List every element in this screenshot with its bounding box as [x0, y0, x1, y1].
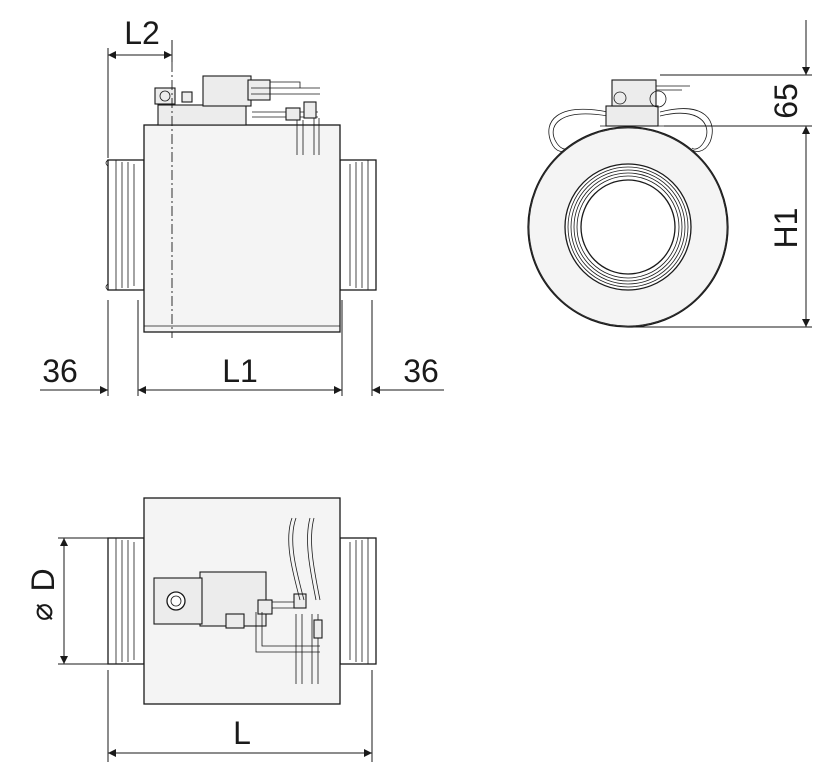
label-l2: L2 [124, 15, 160, 51]
label-diameter-symbol: ⌀ [26, 603, 59, 621]
left-spigot [105, 159, 145, 291]
left-spigot-top [107, 537, 145, 665]
label-36-right: 36 [403, 353, 439, 389]
side-view [105, 62, 377, 338]
end-view [527, 79, 729, 328]
damper-housing [143, 124, 341, 333]
thermal-trigger-linkage [247, 79, 320, 155]
label-d: D [25, 568, 61, 591]
label-l: L [233, 715, 251, 751]
right-spigot [339, 159, 377, 291]
top-view [107, 497, 377, 705]
label-36-left: 36 [42, 353, 78, 389]
actuator-top [605, 105, 659, 127]
label-l1: L1 [222, 353, 258, 389]
label-h1: H1 [768, 208, 804, 249]
right-spigot-top [339, 537, 377, 665]
actuator-housing [202, 75, 252, 107]
label-65: 65 [768, 83, 804, 119]
dimension-lines [40, 20, 812, 762]
actuator-plate [157, 104, 247, 126]
dimension-labels: L2 36 L1 36 65 H1 ⌀ D L [25, 15, 804, 751]
